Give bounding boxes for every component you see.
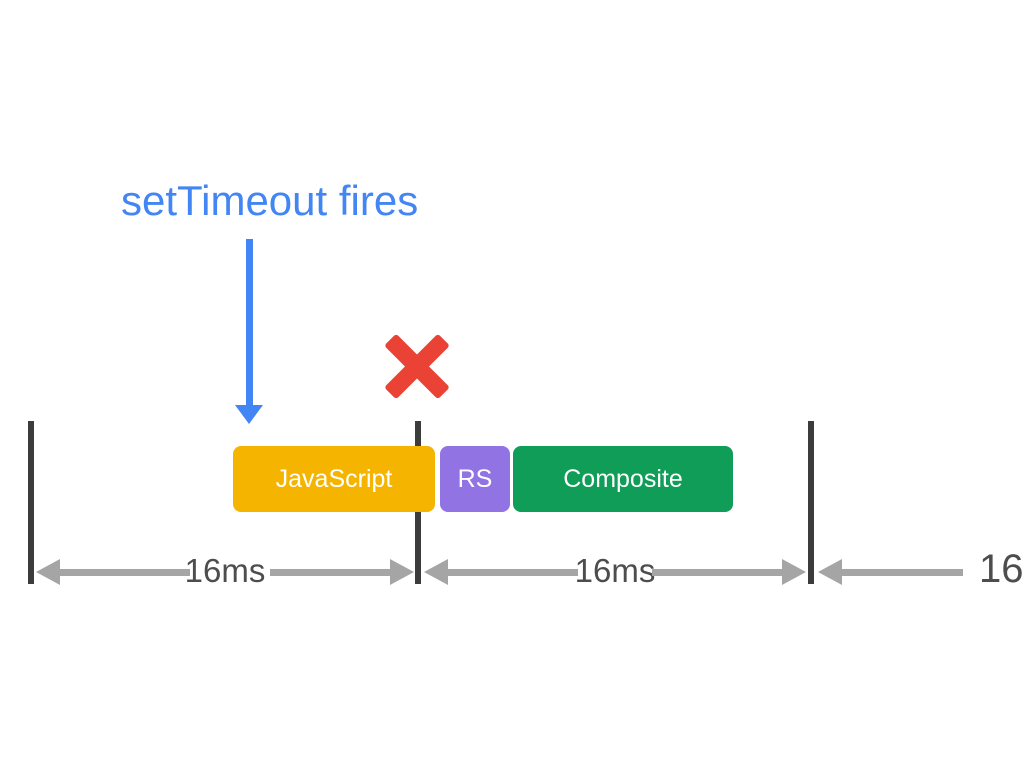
arrowhead-right-icon xyxy=(782,559,806,585)
frame-boundary-bar xyxy=(28,421,34,584)
arrowhead-left-icon xyxy=(424,559,448,585)
down-arrow-shaft xyxy=(246,239,253,406)
task-box-rs: RS xyxy=(440,446,510,512)
arrowhead-left-icon xyxy=(818,559,842,585)
interval-label-16-text: 16 xyxy=(979,554,1024,586)
interval-arrow-shaft xyxy=(270,569,390,576)
interval-arrow-shaft xyxy=(448,569,578,576)
x-cross-icon xyxy=(384,333,450,400)
arrowhead-right-icon xyxy=(390,559,414,585)
interval-arrow-shaft xyxy=(652,569,782,576)
interval-label-16ms: 16ms xyxy=(184,552,266,589)
interval-label-16ms: 16ms xyxy=(574,552,656,589)
down-arrow-icon xyxy=(235,405,263,424)
arrowhead-left-icon xyxy=(36,559,60,585)
interval-arrow-shaft xyxy=(60,569,190,576)
frame-boundary-bar xyxy=(808,421,814,584)
interval-arrow-shaft xyxy=(842,569,963,576)
interval-label-clipped: 16 xyxy=(979,554,1024,586)
settimeout-fires-label: setTimeout fires xyxy=(121,177,419,224)
task-box-composite: Composite xyxy=(513,446,733,512)
task-box-javascript: JavaScript xyxy=(233,446,435,512)
